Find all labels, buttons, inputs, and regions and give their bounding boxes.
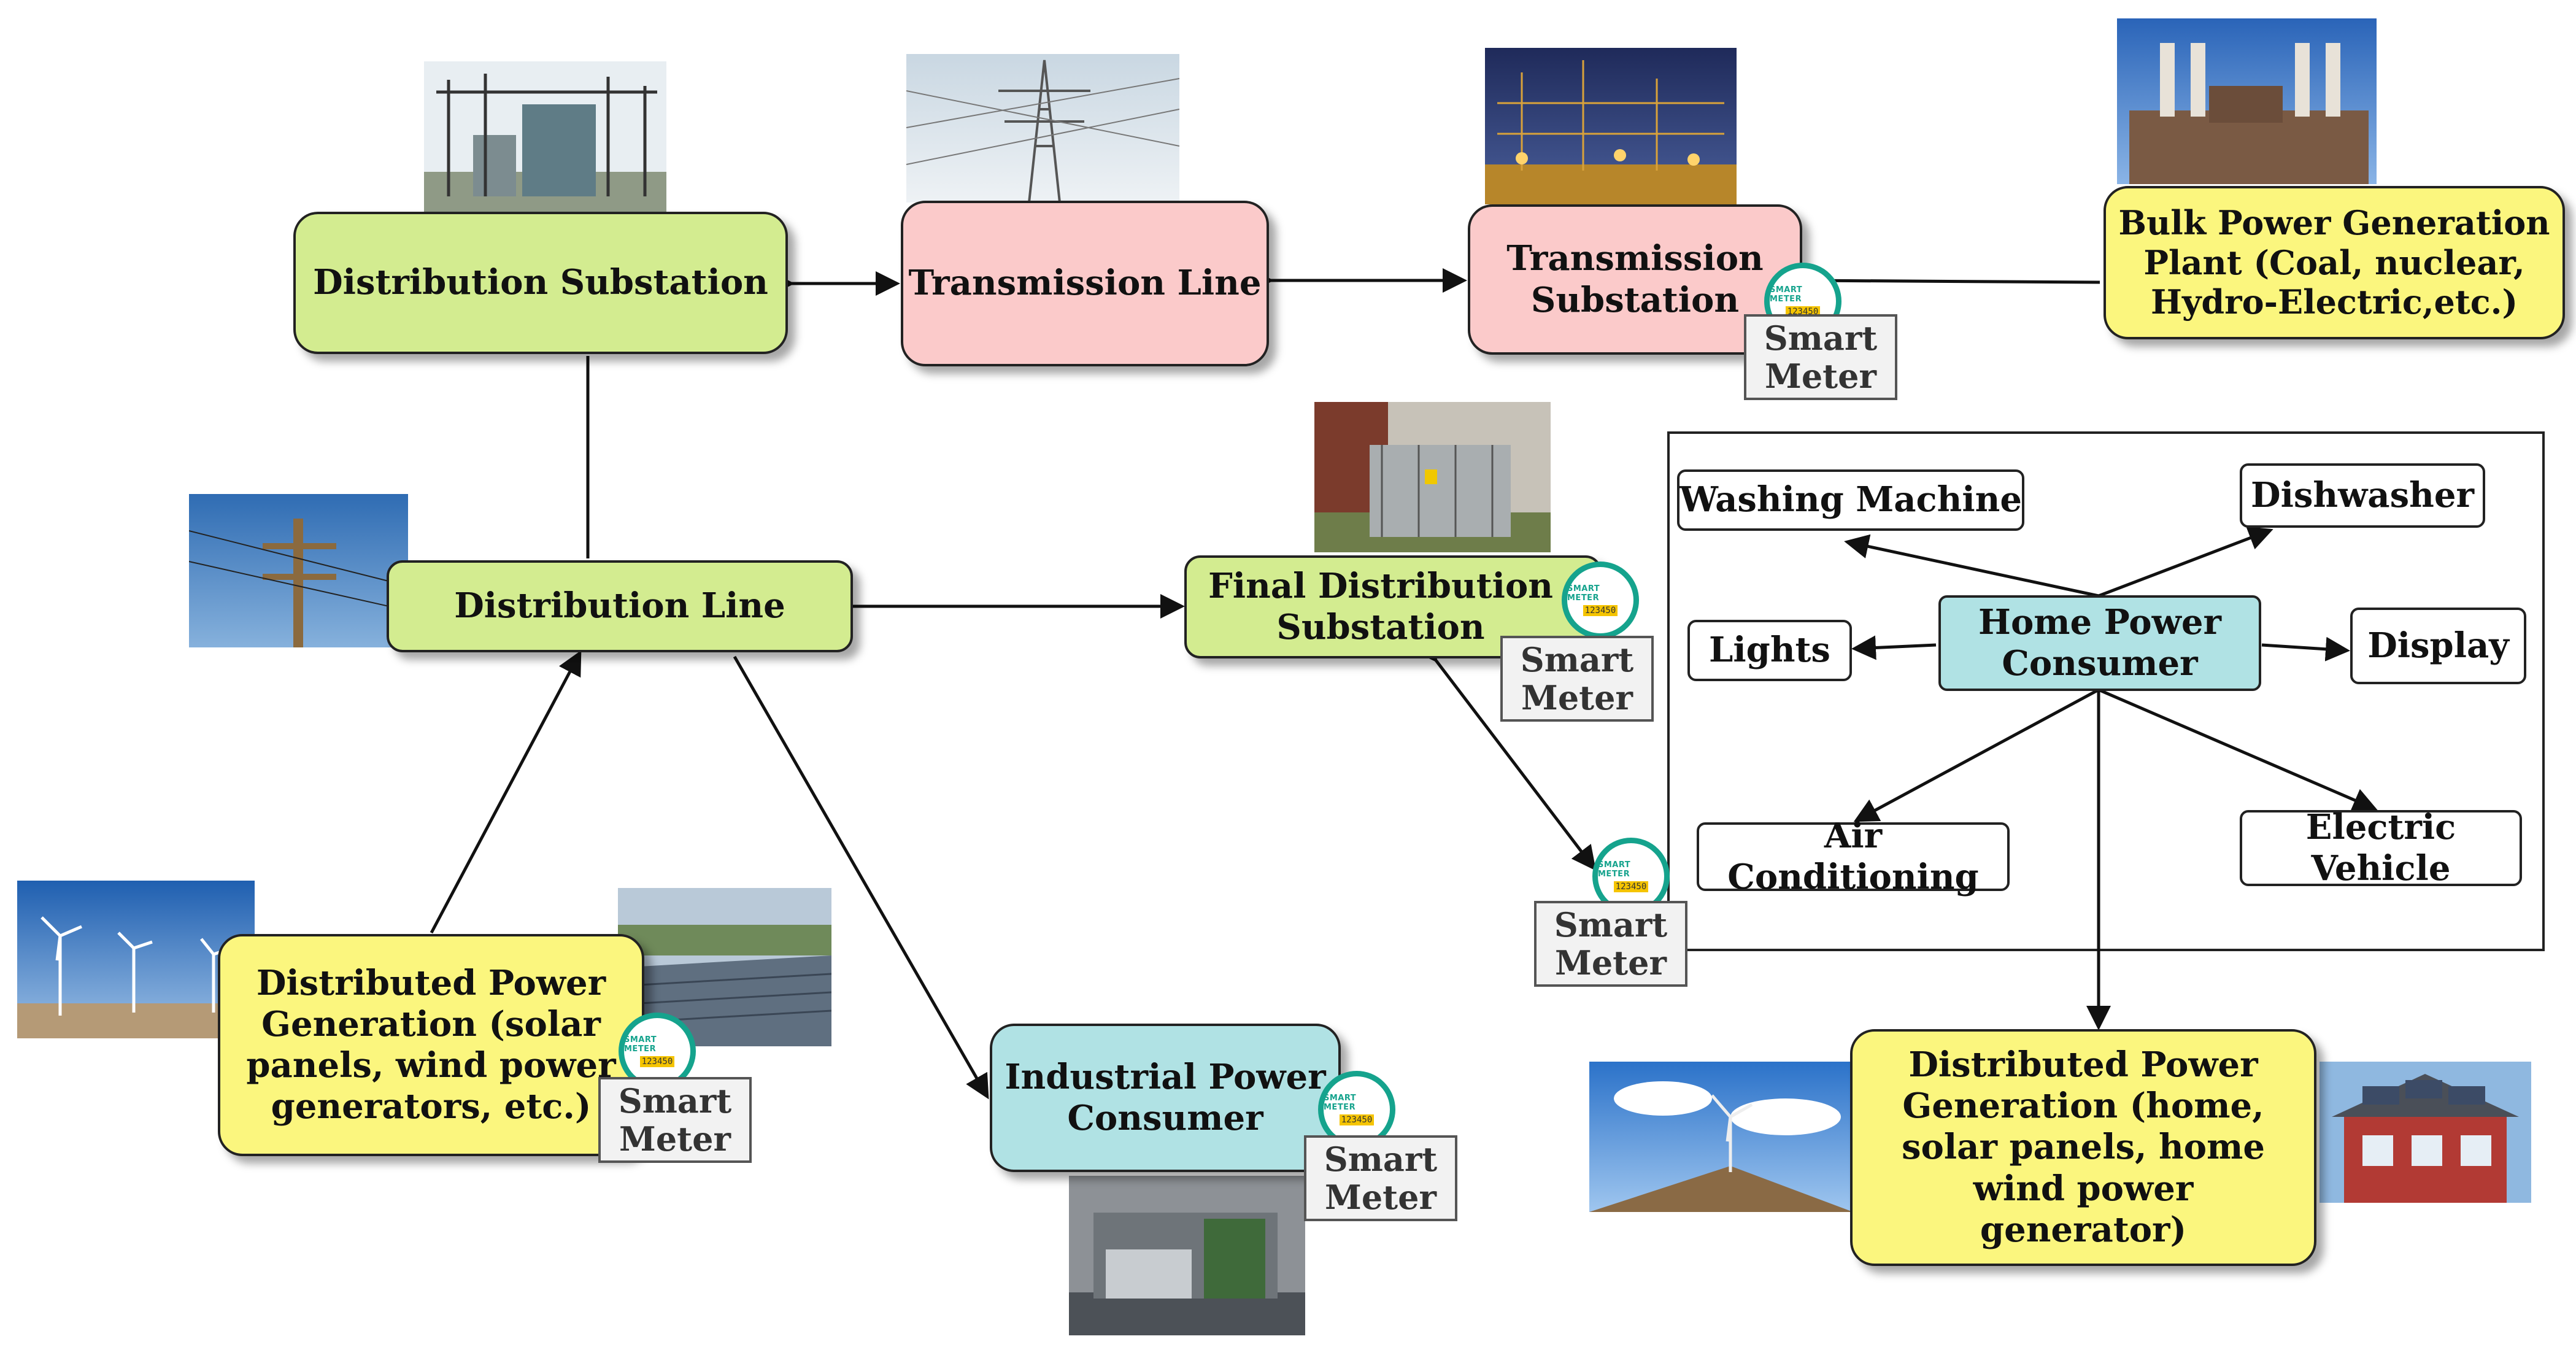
solar-farm-photo [618,888,831,1046]
link-transsub-bulk [1802,279,2100,284]
distribution-substation-node: Distribution Substation [293,212,788,354]
electric-vehicle-label: Electric Vehicle [2305,806,2456,889]
link-home-washing [1844,534,2099,598]
display-node: Display [2350,608,2526,684]
link-home-ev [2098,688,2378,812]
distributed-generation-home-label: Distributed Power Generation (home, sola… [1902,1044,2265,1250]
lights-label: Lights [1709,630,1830,671]
link-home-dishwasher [2098,526,2273,598]
link-home-aircon [1853,688,2100,822]
transmission-tower-photo [906,54,1179,203]
display-label: Display [2367,625,2509,666]
utility-pole-photo [189,494,408,647]
washing-machine-label: Washing Machine [1679,479,2022,520]
distributed-generation-left-node: Distributed Power Generation (solar pane… [218,934,644,1156]
distributed-generation-left-label: Distributed Power Generation (solar pane… [246,962,616,1127]
power-plant-photo [2117,18,2377,184]
link-gen-distline [430,650,582,934]
transmission-line-node: Transmission Line [901,201,1269,366]
home-consumer-label: Home Power Consumer [1978,601,2221,684]
smart-meter-label: Smart Meter [598,1077,752,1163]
smart-meter-label: Smart Meter [1500,636,1654,722]
home-consumer-node: Home Power Consumer [1938,595,2261,691]
fenced-substation-photo [1314,402,1551,552]
bulk-power-plant-label: Bulk Power Generation Plant (Coal, nucle… [2118,203,2550,322]
industrial-consumer-label: Industrial Power Consumer [1005,1056,1326,1138]
final-distribution-substation-label: Final Distribution Substation [1208,565,1553,647]
smart-meter-label: Smart Meter [1534,901,1687,987]
lights-node: Lights [1687,620,1852,681]
wind-farm-photo [17,881,255,1038]
home-wind-turbine-photo [1589,1062,1853,1212]
air-conditioning-node: Air Conditioning [1697,816,2010,897]
smart-meter-label: Smart Meter [1744,314,1897,400]
substation-photo [424,61,666,212]
distribution-substation-label: Distribution Substation [313,262,768,303]
transmission-substation-night-photo [1485,48,1737,204]
link-home-display [2261,636,2350,662]
bulk-power-plant-node: Bulk Power Generation Plant (Coal, nucle… [2104,186,2565,339]
industrial-consumer-node: Industrial Power Consumer [990,1024,1341,1172]
distributed-generation-home-node: Distributed Power Generation (home, sola… [1850,1029,2316,1266]
electric-vehicle-node: Electric Vehicle [2240,806,2522,889]
link-distline-industrial [733,655,989,1100]
smart-meter-label: Smart Meter [1304,1135,1457,1221]
dishwasher-node: Dishwasher [2240,463,2485,528]
washing-machine-node: Washing Machine [1677,469,2024,531]
dishwasher-label: Dishwasher [2251,474,2474,515]
distribution-line-label: Distribution Line [454,585,785,627]
link-home-lights [1851,635,1937,660]
transmission-substation-label: Transmission Substation [1506,238,1764,320]
transmission-substation-node: Transmission Substation [1468,204,1802,355]
air-conditioning-label: Air Conditioning [1727,815,1979,897]
smart-meter-icon: SMART METER 123450 [1562,562,1639,639]
transmission-line-label: Transmission Line [908,263,1262,304]
link-finalsub-homemeter [1413,636,1597,871]
solar-house-photo [2320,1062,2531,1203]
distribution-line-node: Distribution Line [387,560,853,652]
industrial-interior-photo [1069,1176,1305,1335]
